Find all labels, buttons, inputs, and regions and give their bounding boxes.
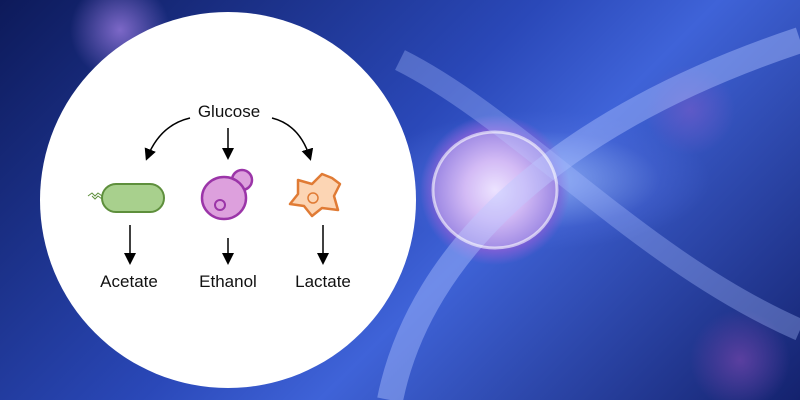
- ethanol-label: Ethanol: [199, 272, 257, 291]
- lactate-label: Lactate: [295, 272, 351, 291]
- glucose-label: Glucose: [197, 102, 261, 121]
- arrow-to-cell: [271, 117, 314, 161]
- yeast-icon: [200, 168, 254, 221]
- animal-cell-icon: [288, 172, 342, 218]
- bacterium-icon: [87, 183, 165, 213]
- arrow-to-bacterium: [144, 117, 191, 161]
- acetate-label: Acetate: [100, 272, 158, 291]
